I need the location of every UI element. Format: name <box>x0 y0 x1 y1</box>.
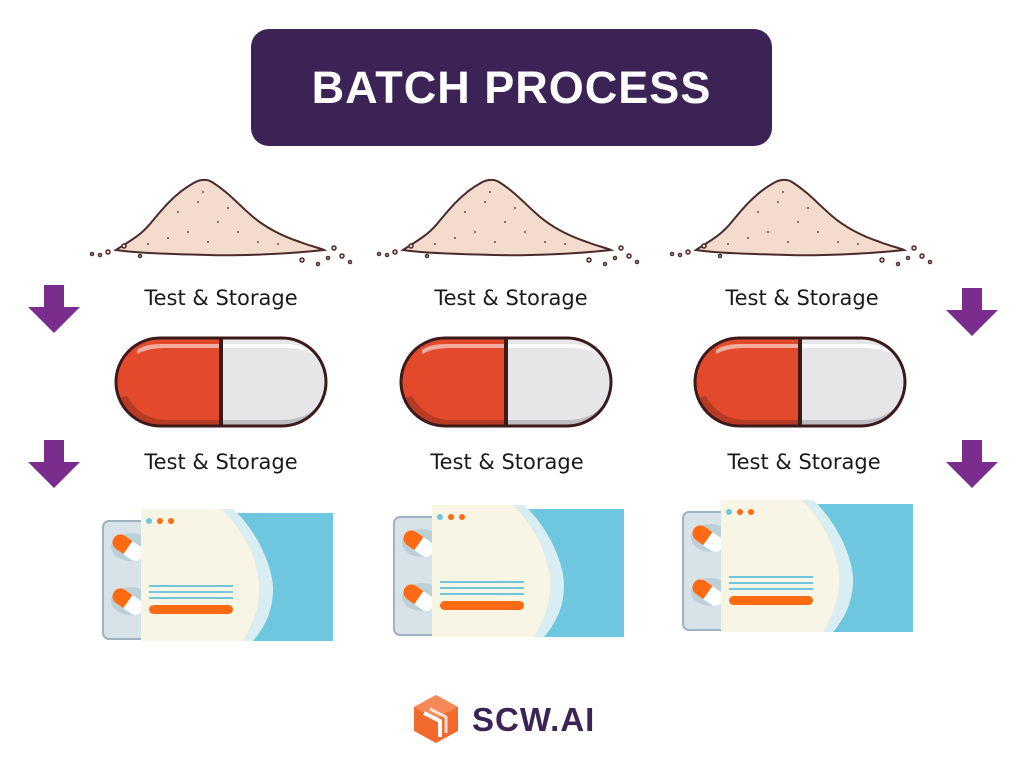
powder-pile-1 <box>89 178 353 267</box>
step-label: Test & Storage <box>430 450 584 474</box>
step-label: Test & Storage <box>727 450 881 474</box>
powder-pile-3 <box>669 178 933 267</box>
medicine-package-3 <box>682 499 914 633</box>
medicine-package-1 <box>102 508 334 642</box>
step-label: Test & Storage <box>144 286 298 310</box>
scw-logo-icon <box>414 695 458 743</box>
brand-wordmark: SCW.AI <box>472 701 596 738</box>
title-banner: BATCH PROCESS <box>251 29 772 146</box>
step-label: Test & Storage <box>434 286 588 310</box>
capsule-3 <box>693 336 907 428</box>
down-arrow-icon <box>28 285 80 333</box>
down-arrow-icon <box>946 440 998 488</box>
step-label: Test & Storage <box>725 286 879 310</box>
page-title: BATCH PROCESS <box>311 61 712 113</box>
step-label: Test & Storage <box>144 450 298 474</box>
medicine-package-2 <box>393 504 625 638</box>
down-arrow-icon <box>946 288 998 336</box>
down-arrow-icon <box>28 440 80 488</box>
powder-pile-2 <box>376 178 640 267</box>
capsule-2 <box>399 336 613 428</box>
capsule-1 <box>114 336 328 428</box>
